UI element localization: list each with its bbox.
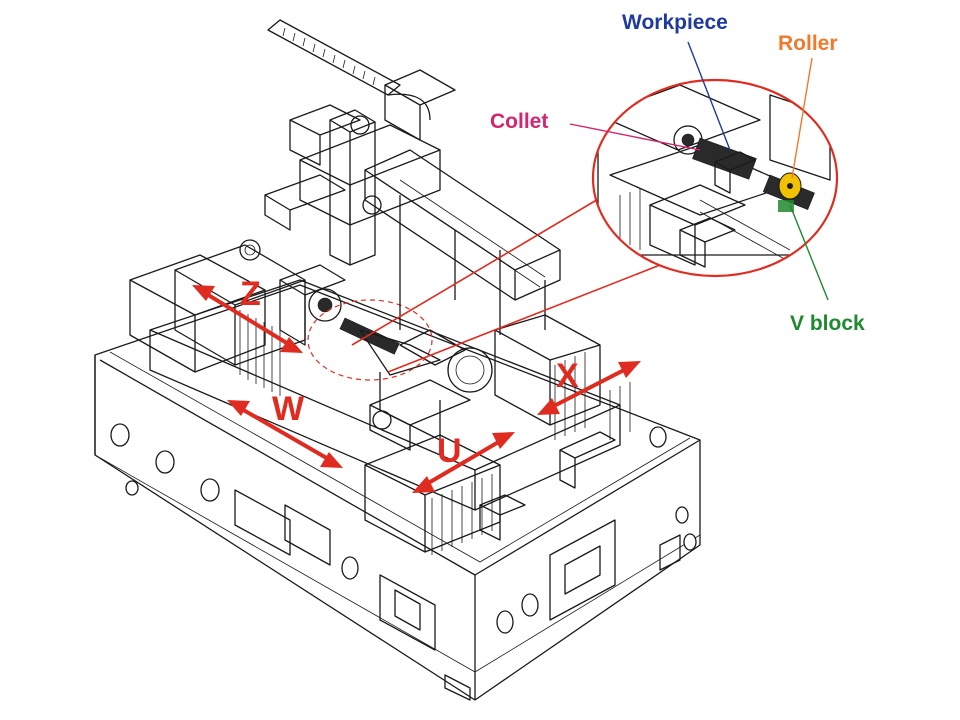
leader-lines <box>569 41 829 301</box>
x-axis-label: X <box>556 357 579 395</box>
machine-base <box>94 284 701 701</box>
w-axis-arrow <box>227 400 343 468</box>
collet-leader <box>569 123 701 151</box>
z-axis-label: Z <box>240 275 261 313</box>
roller-label: Roller <box>778 32 838 55</box>
axis-arrows <box>192 285 641 493</box>
gantry-loader <box>264 19 561 335</box>
x-axis-arrow <box>537 361 641 415</box>
z-axis-arrow <box>192 285 303 353</box>
u-axis-label: U <box>437 432 462 470</box>
v-block-leader <box>789 204 829 301</box>
front-tool-block <box>364 379 526 555</box>
v-block-label: V block <box>790 312 865 335</box>
u-axis-arrow <box>412 432 515 493</box>
w-axis-label: W <box>272 390 305 428</box>
zoom-inset <box>591 78 839 278</box>
collet-label: Collet <box>490 110 548 133</box>
callout-connectors <box>351 197 661 373</box>
workpiece-leader <box>687 41 731 151</box>
roller-leader <box>791 57 813 179</box>
workpiece-label: Workpiece <box>622 11 728 34</box>
spindle-area <box>279 264 493 441</box>
